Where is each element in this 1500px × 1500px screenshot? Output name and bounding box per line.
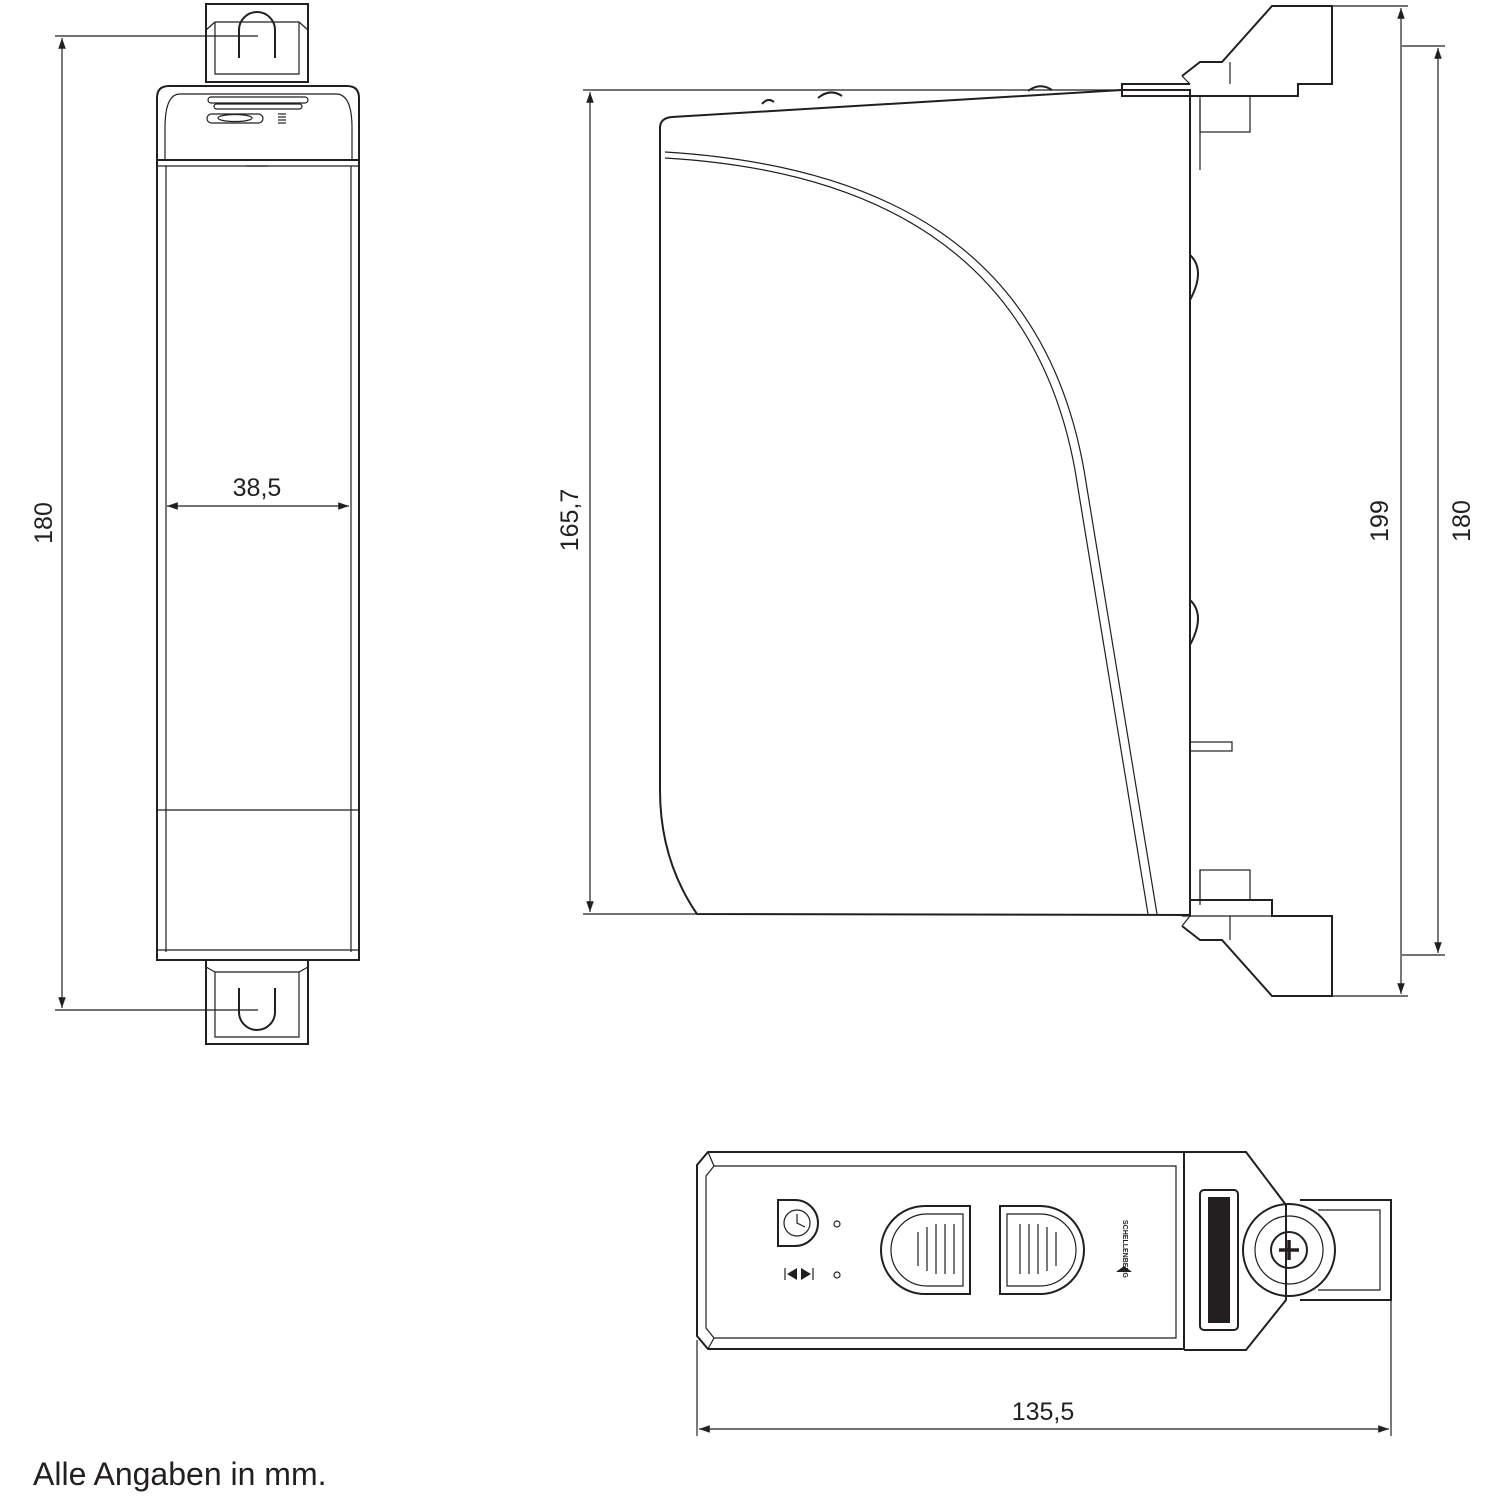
side-top-bracket	[1121, 5, 1333, 133]
program-led	[833, 1271, 841, 1279]
program-icon	[784, 1268, 814, 1280]
top-mount	[1242, 1199, 1392, 1301]
screw-icon	[1270, 1231, 1308, 1269]
front-top-controls	[206, 96, 309, 124]
top-belt-inlet	[1184, 1151, 1287, 1351]
down-button[interactable]	[999, 1205, 1085, 1295]
side-view: 165,7 199 180	[556, 5, 1476, 997]
side-overall-dimension: 199	[1332, 5, 1408, 997]
front-height-dimension: 180	[30, 35, 258, 1011]
side-height-label: 165,7	[556, 489, 584, 552]
side-bracket-label: 180	[1448, 500, 1476, 542]
top-housing	[696, 1151, 1185, 1350]
front-bottom-bracket	[205, 959, 309, 1045]
units-footnote: Alle Angaben in mm.	[33, 1456, 327, 1492]
front-height-label: 180	[30, 502, 58, 544]
top-view: SCHELLENBERG 135,5	[696, 1151, 1392, 1436]
front-width-label: 38,5	[233, 474, 282, 502]
brand-label: SCHELLENBERG	[1121, 1220, 1128, 1279]
side-overall-label: 199	[1366, 500, 1394, 542]
top-length-label: 135,5	[1012, 1398, 1075, 1426]
side-bottom-bracket	[1181, 869, 1333, 997]
clock-icon	[777, 1199, 819, 1247]
top-control-panel: SCHELLENBERG	[777, 1199, 1132, 1295]
front-view: 180 38,5	[30, 3, 360, 1045]
brand-logo-icon	[1116, 1266, 1132, 1272]
side-bracket-dimension: 180	[1402, 45, 1476, 956]
up-button[interactable]	[880, 1205, 971, 1295]
top-length-dimension: 135,5	[696, 1300, 1392, 1436]
front-width-dimension: 38,5	[167, 474, 349, 510]
front-body	[156, 85, 360, 961]
side-height-dimension: 165,7	[556, 89, 1122, 915]
front-top-bracket	[205, 3, 309, 83]
side-housing	[659, 85, 1191, 917]
timer-led	[833, 1220, 841, 1228]
side-wall-plate	[1189, 90, 1233, 915]
